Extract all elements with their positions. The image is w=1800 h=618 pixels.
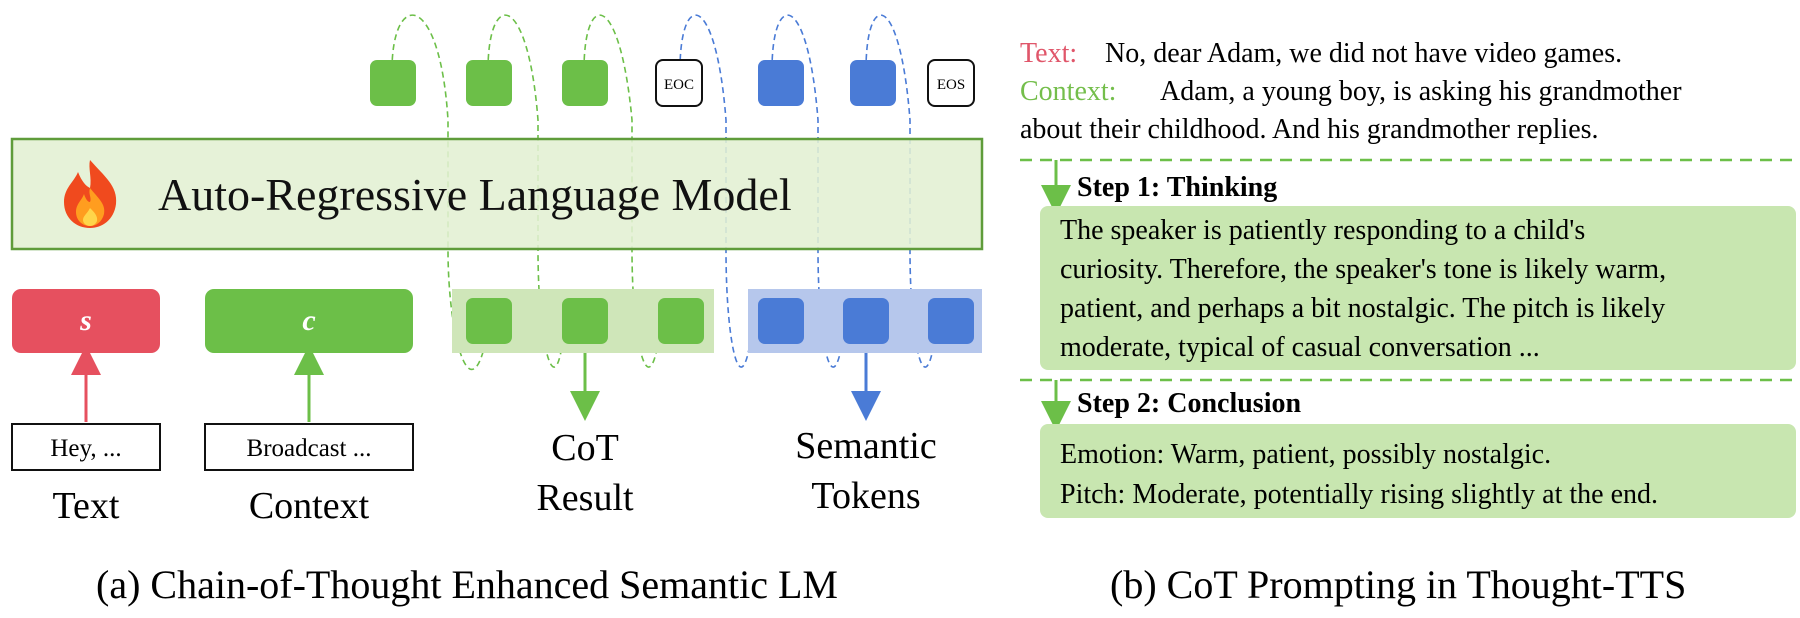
output-blue-token-2	[850, 60, 896, 106]
step2-title: Step 2: Conclusion	[1077, 388, 1301, 419]
step1-line-1: The speaker is patiently responding to a…	[1060, 215, 1585, 246]
output-tokens: EOC EOS	[370, 59, 975, 107]
text-label: Text	[53, 485, 120, 527]
step2-line-2: Pitch: Moderate, potentially rising slig…	[1060, 479, 1658, 510]
text-input-value: Hey, ...	[50, 435, 121, 462]
green-loop-3	[583, 14, 661, 368]
semantic-label-line2: Tokens	[811, 475, 920, 517]
context-value-line2: about their childhood. And his grandmoth…	[1020, 114, 1599, 145]
c-token-label: c	[302, 304, 315, 337]
s-token-label: s	[79, 304, 92, 337]
eos-token-box	[927, 59, 975, 107]
text-value: No, dear Adam, we did not have video gam…	[1105, 38, 1622, 69]
panel-a-caption: (a) Chain-of-Thought Enhanced Semantic L…	[96, 562, 838, 607]
step2-line-1: Emotion: Warm, patient, possibly nostalg…	[1060, 439, 1551, 470]
semantic-label-line1: Semantic	[795, 425, 936, 467]
context-input-value: Broadcast ...	[247, 435, 372, 462]
semantic-token-2	[843, 298, 889, 344]
context-value-line1: Adam, a young boy, is asking his grandmo…	[1160, 76, 1682, 107]
step2-box	[1040, 424, 1796, 518]
s-token	[12, 289, 160, 353]
fire-icon	[64, 160, 117, 228]
step1-line-4: moderate, typical of casual conversation…	[1060, 332, 1540, 363]
output-green-token-3	[562, 60, 608, 106]
step1-line-2: curiosity. Therefore, the speaker's tone…	[1060, 254, 1666, 285]
eos-token-label: EOS	[937, 77, 965, 93]
step1-box	[1040, 206, 1796, 370]
autoregressive-loops	[391, 14, 937, 371]
panel-b-caption: (b) CoT Prompting in Thought-TTS	[1110, 562, 1686, 607]
text-key: Text:	[1020, 38, 1077, 69]
green-loop-2	[487, 14, 565, 368]
semantic-token-1	[758, 298, 804, 344]
step1-line-3: patient, and perhaps a bit nostalgic. Th…	[1060, 293, 1665, 324]
eoc-token-box	[655, 59, 703, 107]
output-green-token-2	[466, 60, 512, 106]
cot-label-line1: CoT	[551, 427, 619, 469]
language-model-box	[10, 137, 984, 251]
cot-token-3	[658, 298, 704, 344]
step1-title: Step 1: Thinking	[1077, 172, 1277, 203]
c-token	[205, 289, 413, 353]
semantic-token-3	[928, 298, 974, 344]
text-input-box	[11, 423, 161, 471]
context-key: Context:	[1020, 76, 1116, 107]
blue-loop-2	[771, 14, 845, 368]
context-input-box	[204, 423, 414, 471]
blue-loop-3	[865, 14, 937, 368]
context-label: Context	[249, 485, 370, 527]
cot-token-2	[562, 298, 608, 344]
eoc-token-label: EOC	[664, 77, 694, 93]
output-blue-token-1	[758, 60, 804, 106]
cot-label-line2: Result	[536, 477, 634, 519]
blue-loop-1	[679, 14, 753, 368]
language-model-label: Auto-Regressive Language Model	[158, 169, 792, 220]
cot-token-1	[466, 298, 512, 344]
output-green-token-1	[370, 60, 416, 106]
